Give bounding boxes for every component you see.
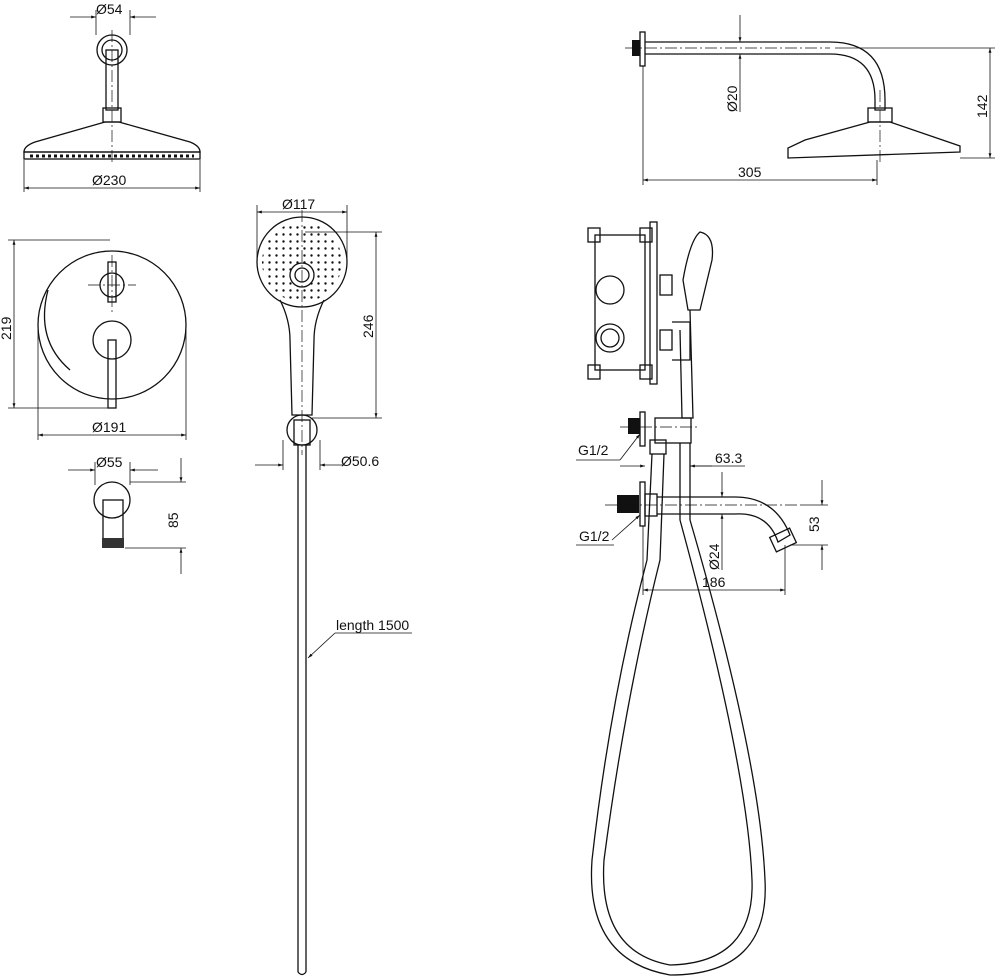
overhead-shower-front-view: Ø54 Ø230 (23, 1, 201, 192)
label-inlet-top: G1/2 (578, 442, 609, 458)
dim-plate-height: 219 (0, 316, 14, 340)
label-inlet-bottom: G1/2 (579, 528, 610, 544)
dim-spout-pipe-dia: Ø24 (706, 543, 722, 570)
hand-shower: Ø117 246 Ø50.6 length 1500 (255, 196, 412, 976)
bath-spout-front-view: Ø55 85 (68, 454, 186, 574)
dim-spout-depth: 85 (165, 512, 181, 528)
dim-arm-dia: Ø20 (724, 85, 740, 112)
dim-head-dia: Ø230 (92, 172, 126, 188)
overhead-shower-side-view: Ø20 142 305 (625, 15, 995, 185)
dim-outlet-offset: 63.3 (715, 450, 742, 466)
dim-holder-dia: Ø50.6 (341, 453, 379, 469)
dim-head-drop: 142 (974, 94, 990, 118)
dim-spout-dia: Ø55 (96, 454, 123, 470)
dim-arm-reach: 305 (738, 164, 762, 180)
dim-spout-drop: 53 (806, 516, 822, 532)
dim-hand-length: 246 (360, 314, 376, 338)
dim-spout-reach: 186 (702, 574, 726, 590)
diverter-valve-plate: 219 Ø191 (0, 239, 187, 440)
dim-plate-dia: Ø191 (92, 419, 126, 435)
dim-hand-head-dia: Ø117 (282, 196, 315, 212)
dim-head-arm-dia: Ø54 (96, 1, 123, 17)
dim-hose-length: length 1500 (336, 617, 409, 633)
mixer-side-view: G1/2 63.3 G1/2 Ø24 53 186 (576, 221, 828, 976)
